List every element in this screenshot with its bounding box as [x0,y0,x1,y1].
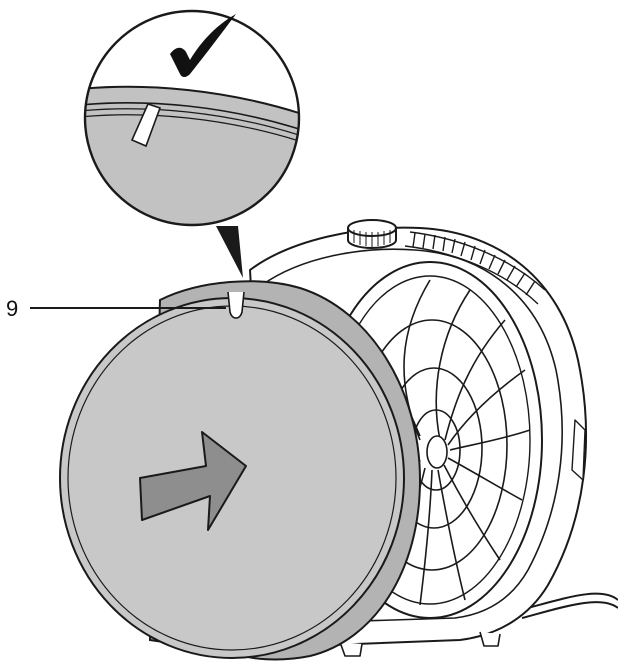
insert-direction-arrow [139,431,247,531]
callout-label: 9 [6,296,18,321]
checkmark-icon [170,14,236,77]
zoom-pointer [216,226,243,278]
zoom-detail [83,9,301,278]
zoom-tab [130,103,162,148]
control-knob [347,219,397,249]
zoom-circle-border [83,9,301,227]
filter-tab-notch [227,291,245,319]
top-vent-grille [404,231,546,305]
power-cord [519,592,618,611]
callout-9: 9 [6,296,226,321]
